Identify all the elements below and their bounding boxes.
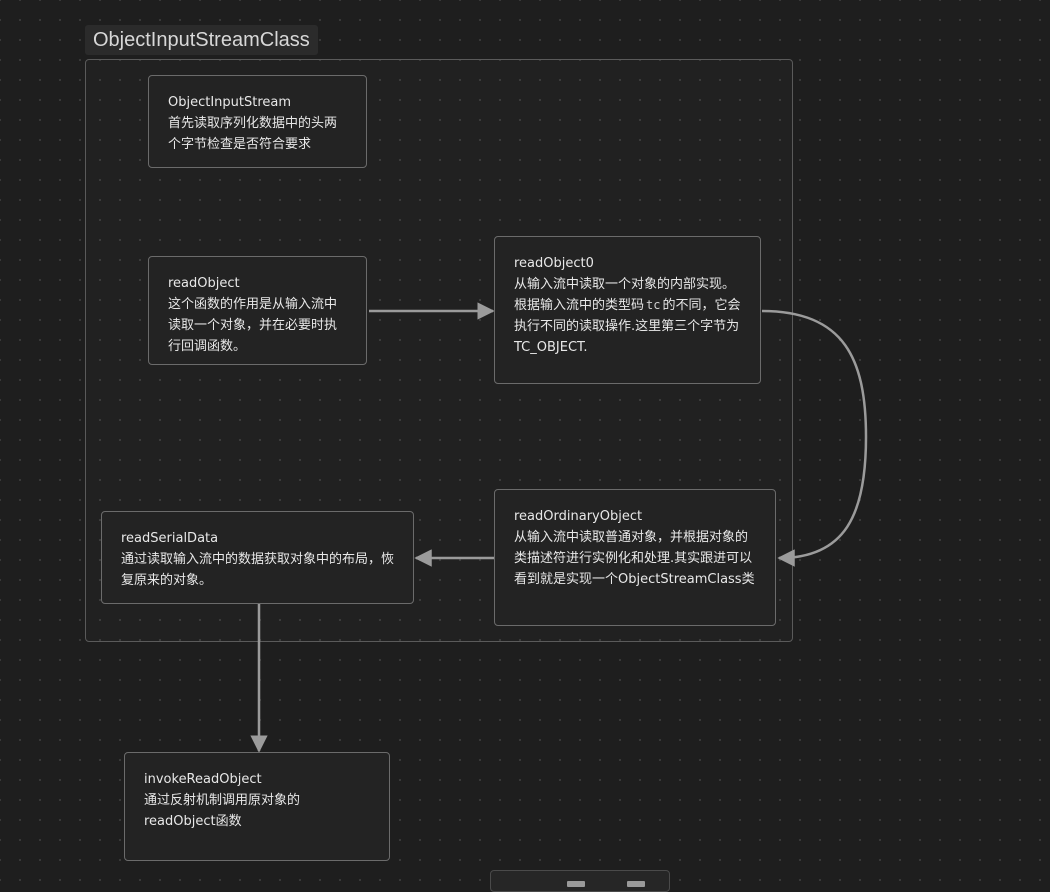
node-description-part: 从输入流中读取一个对象的内部实现。根据输入流中的类型码 — [514, 277, 736, 313]
node-read-ordinary-object[interactable]: readOrdinaryObject 从输入流中读取普通对象，并根据对象的类描述… — [494, 489, 776, 626]
node-title: readObject — [168, 276, 240, 291]
node-invoke-read-object[interactable]: invokeReadObject 通过反射机制调用原对象的readObject函… — [124, 752, 390, 861]
node-read-serial-data[interactable]: readSerialData 通过读取输入流中的数据获取对象中的布局，恢复原来的… — [101, 511, 414, 604]
node-description: 从输入流中读取普通对象，并根据对象的类描述符进行实例化和处理.其实跟进可以看到就… — [514, 530, 755, 587]
node-description: 首先读取序列化数据中的头两个字节检查是否符合要求 — [168, 116, 338, 152]
toolbar-icon[interactable] — [627, 881, 645, 887]
node-description: 通过反射机制调用原对象的readObject函数 — [144, 793, 301, 829]
type-code-inline: tc — [646, 298, 661, 312]
node-title: readObject0 — [514, 256, 594, 271]
node-title: invokeReadObject — [144, 772, 262, 787]
group-label: ObjectInputStreamClass — [85, 25, 318, 55]
node-description-part: 的不同，它会执行不同的读取操作.这里第三个字节为TC_OBJECT. — [514, 298, 741, 355]
toolbar-icon[interactable] — [567, 881, 585, 887]
group-object-input-stream-class[interactable] — [85, 59, 793, 642]
edge-readobject0-to-readordinaryobject[interactable] — [761, 309, 868, 567]
node-object-input-stream[interactable]: ObjectInputStream 首先读取序列化数据中的头两个字节检查是否符合… — [148, 75, 367, 168]
node-title: readSerialData — [121, 531, 219, 546]
node-description: 通过读取输入流中的数据获取对象中的布局，恢复原来的对象。 — [121, 552, 395, 588]
bottom-toolbar-partial[interactable] — [490, 870, 670, 892]
node-title: readOrdinaryObject — [514, 509, 643, 524]
node-description: 这个函数的作用是从输入流中读取一个对象，并在必要时执行回调函数。 — [168, 297, 338, 354]
node-title: ObjectInputStream — [168, 95, 292, 110]
node-read-object[interactable]: readObject 这个函数的作用是从输入流中读取一个对象，并在必要时执行回调… — [148, 256, 367, 365]
